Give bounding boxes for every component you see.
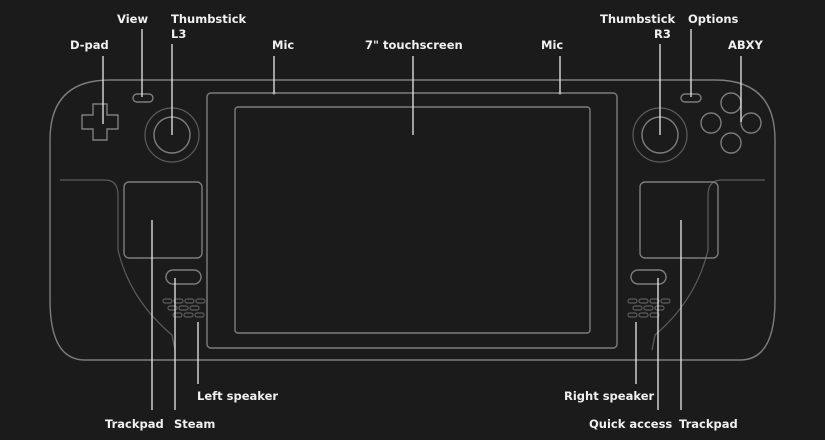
label-options: Options	[688, 12, 739, 26]
mic-right-hole	[558, 91, 562, 95]
dpad	[81, 103, 119, 141]
right-trackpad	[639, 181, 719, 259]
b-button	[740, 112, 762, 134]
view-button	[132, 93, 154, 103]
steam-button	[165, 269, 202, 285]
touchscreen	[234, 106, 591, 334]
device-body-outline	[49, 79, 776, 361]
label-steam: Steam	[174, 417, 215, 431]
a-button	[720, 132, 742, 154]
label-thumbstick-l3-sub: L3	[171, 27, 186, 41]
label-right-speaker: Right speaker	[564, 389, 654, 403]
label-thumbstick-l3: Thumbstick	[171, 12, 247, 26]
label-trackpad-left: Trackpad	[105, 417, 164, 431]
label-dpad: D-pad	[70, 38, 109, 52]
x-button	[700, 112, 722, 134]
leader-lines	[102, 29, 742, 410]
left-grip-outline	[60, 179, 176, 351]
screen-bezel	[206, 92, 618, 349]
right-grip-outline	[651, 179, 765, 351]
label-mic-right: Mic	[541, 38, 563, 52]
label-abxy: ABXY	[728, 38, 764, 52]
y-button	[720, 92, 742, 114]
quick-access-button	[630, 269, 667, 285]
label-trackpad-right: Trackpad	[679, 417, 738, 431]
left-speaker-grille	[162, 298, 206, 318]
label-view: View	[117, 12, 148, 26]
label-thumbstick-r3-sub: R3	[654, 27, 671, 41]
label-quick-access: Quick access	[589, 417, 672, 431]
mic-left-hole	[272, 91, 276, 95]
label-touchscreen: 7" touchscreen	[365, 38, 463, 52]
right-speaker-grille	[627, 298, 671, 318]
label-mic-left: Mic	[272, 38, 294, 52]
left-trackpad	[123, 181, 203, 259]
label-left-speaker: Left speaker	[197, 389, 278, 403]
label-thumbstick-r3: Thumbstick	[600, 12, 676, 26]
